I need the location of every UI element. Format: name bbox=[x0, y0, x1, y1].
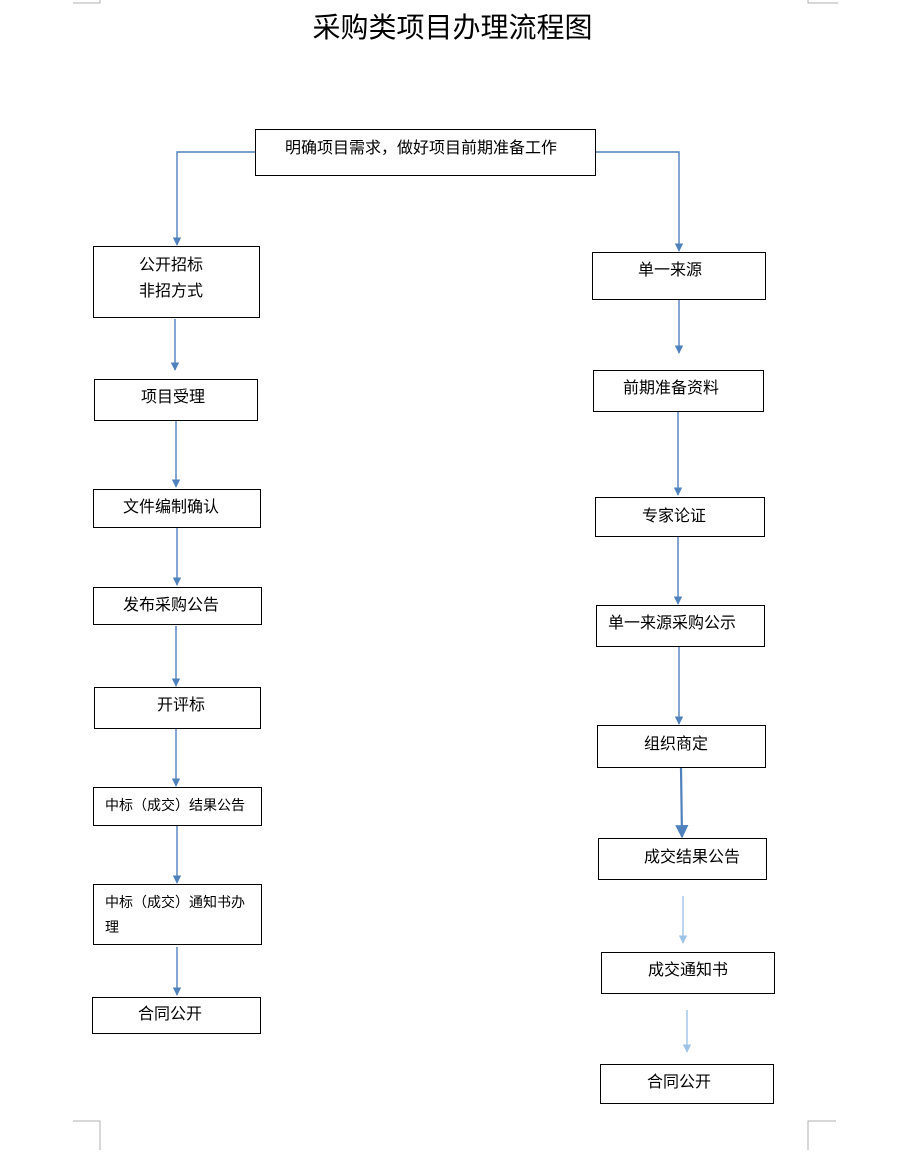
box-deal-letter: 成交通知书 bbox=[601, 952, 775, 994]
box-doc-confirm: 文件编制确认 bbox=[93, 489, 261, 528]
box-project-accept-label: 项目受理 bbox=[141, 387, 206, 406]
box-single-source-publicity: 单一来源采购公示 bbox=[596, 605, 765, 647]
box-award-letter-line2: 理 bbox=[105, 920, 119, 936]
box-award-letter-line1: 中标（成交）通知书办 bbox=[105, 895, 245, 911]
box-negotiation-label: 组织商定 bbox=[644, 734, 709, 753]
box-contract-left-label: 合同公开 bbox=[138, 1004, 203, 1023]
box-deal-result: 成交结果公告 bbox=[598, 838, 767, 880]
box-bid-open: 开评标 bbox=[94, 687, 261, 729]
box-public-tender-line1: 公开招标 bbox=[139, 255, 204, 274]
box-deal-result-label: 成交结果公告 bbox=[644, 847, 741, 866]
connector-top-to-right bbox=[596, 151, 684, 252]
box-award-result-label: 中标（成交）结果公告 bbox=[105, 798, 245, 814]
box-public-tender: 公开招标 非招方式 bbox=[93, 246, 260, 318]
arrow-right-5 bbox=[675, 767, 689, 839]
diagram-title: 采购类项目办理流程图 bbox=[312, 11, 593, 44]
box-contract-left: 合同公开 bbox=[92, 997, 261, 1034]
box-bid-open-label: 开评标 bbox=[157, 695, 206, 714]
top-box-prepare: 明确项目需求，做好项目前期准备工作 bbox=[255, 129, 596, 176]
box-prep-materials-label: 前期准备资料 bbox=[623, 378, 720, 397]
box-award-result: 中标（成交）结果公告 bbox=[93, 787, 262, 826]
box-publish-notice: 发布采购公告 bbox=[93, 587, 262, 625]
box-publish-notice-label: 发布采购公告 bbox=[123, 595, 220, 614]
box-doc-confirm-label: 文件编制确认 bbox=[123, 497, 220, 516]
top-box-label: 明确项目需求，做好项目前期准备工作 bbox=[285, 138, 558, 157]
connector-top-to-left bbox=[172, 151, 256, 246]
box-single-source: 单一来源 bbox=[592, 252, 766, 300]
box-single-source-publicity-label: 单一来源采购公示 bbox=[608, 613, 737, 632]
box-prep-materials: 前期准备资料 bbox=[593, 370, 764, 412]
box-contract-right-label: 合同公开 bbox=[647, 1072, 712, 1091]
box-project-accept: 项目受理 bbox=[94, 379, 258, 421]
box-expert-review-label: 专家论证 bbox=[642, 506, 707, 525]
box-contract-right: 合同公开 bbox=[600, 1064, 774, 1104]
box-award-letter: 中标（成交）通知书办 理 bbox=[93, 884, 262, 945]
box-negotiation: 组织商定 bbox=[597, 725, 766, 768]
box-single-source-label: 单一来源 bbox=[638, 260, 703, 279]
box-deal-letter-label: 成交通知书 bbox=[648, 960, 729, 979]
box-public-tender-line2: 非招方式 bbox=[139, 281, 204, 300]
box-expert-review: 专家论证 bbox=[595, 497, 765, 537]
